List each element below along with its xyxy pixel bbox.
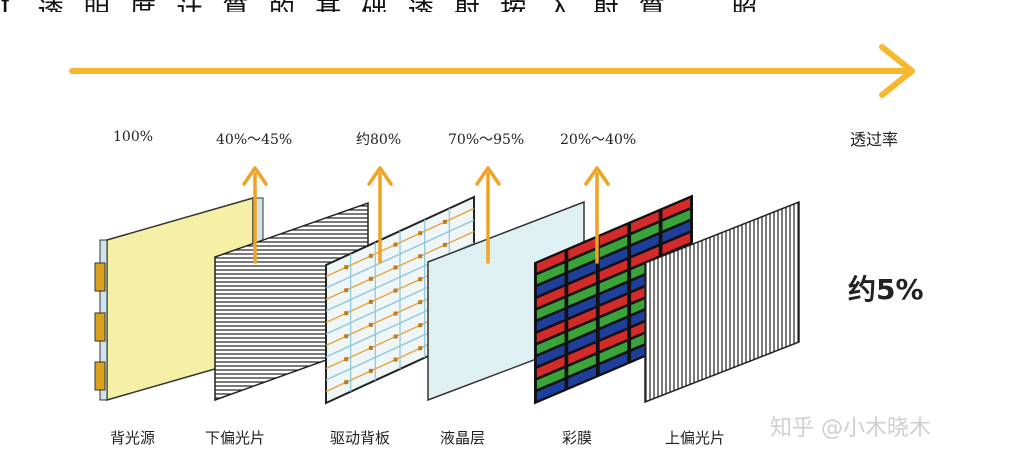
label-driving-backplane: 驱动背板 — [330, 429, 391, 447]
tft-dot — [344, 265, 349, 270]
tft-dot — [368, 253, 373, 258]
layer-upper-polarizer — [644, 200, 800, 404]
label-upper-polarizer: 上偏光片 — [665, 429, 726, 447]
tft-dot — [368, 299, 373, 304]
tft-dot — [344, 380, 349, 385]
light-arrows — [242, 166, 610, 264]
tft-dot — [418, 323, 423, 328]
transmittance-color-filter: 20%～40% — [560, 132, 637, 148]
transmittance-liquid-crystal: 70%～95% — [448, 132, 525, 148]
cropped-caption: L 透 明 度 计 算 的 基 础 透 射 按 入 射 算 ， 照 — [0, 0, 1013, 12]
transmittance-backlight: 100% — [113, 129, 154, 145]
label-liquid-crystal: 液晶层 — [440, 429, 486, 447]
transmittance-axis-label: 透过率 — [850, 130, 899, 149]
label-color-filter: 彩膜 — [562, 429, 593, 447]
tft-dot — [418, 254, 423, 259]
tft-dot — [393, 242, 398, 247]
tft-dot — [418, 231, 423, 236]
tft-dot — [393, 334, 398, 339]
tft-dot — [393, 265, 398, 270]
tft-dot — [393, 288, 398, 293]
tft-dot — [344, 311, 349, 316]
tft-dot — [368, 368, 373, 373]
watermark: 知乎 @小木晓木 — [770, 416, 931, 441]
tft-dot — [393, 311, 398, 316]
tft-dot — [418, 300, 423, 305]
tft-dot — [368, 322, 373, 327]
label-backlight: 背光源 — [110, 429, 156, 447]
tft-dot — [368, 345, 373, 350]
tft-dot — [418, 346, 423, 351]
total-transmittance: 约5% — [848, 273, 924, 306]
tft-dot — [344, 357, 349, 362]
transmittance-arrow — [69, 44, 915, 98]
tft-dot — [442, 219, 447, 224]
tft-dot — [442, 242, 447, 247]
tft-dot — [418, 277, 423, 282]
tft-dot — [344, 334, 349, 339]
transmittance-lower-polarizer: 40%～45% — [216, 132, 293, 148]
tft-dot — [368, 276, 373, 281]
tft-dot — [393, 357, 398, 362]
transmittance-backplane: 约80% — [356, 132, 402, 148]
tft-dot — [344, 288, 349, 293]
label-lower-polarizer: 下偏光片 — [205, 429, 266, 447]
